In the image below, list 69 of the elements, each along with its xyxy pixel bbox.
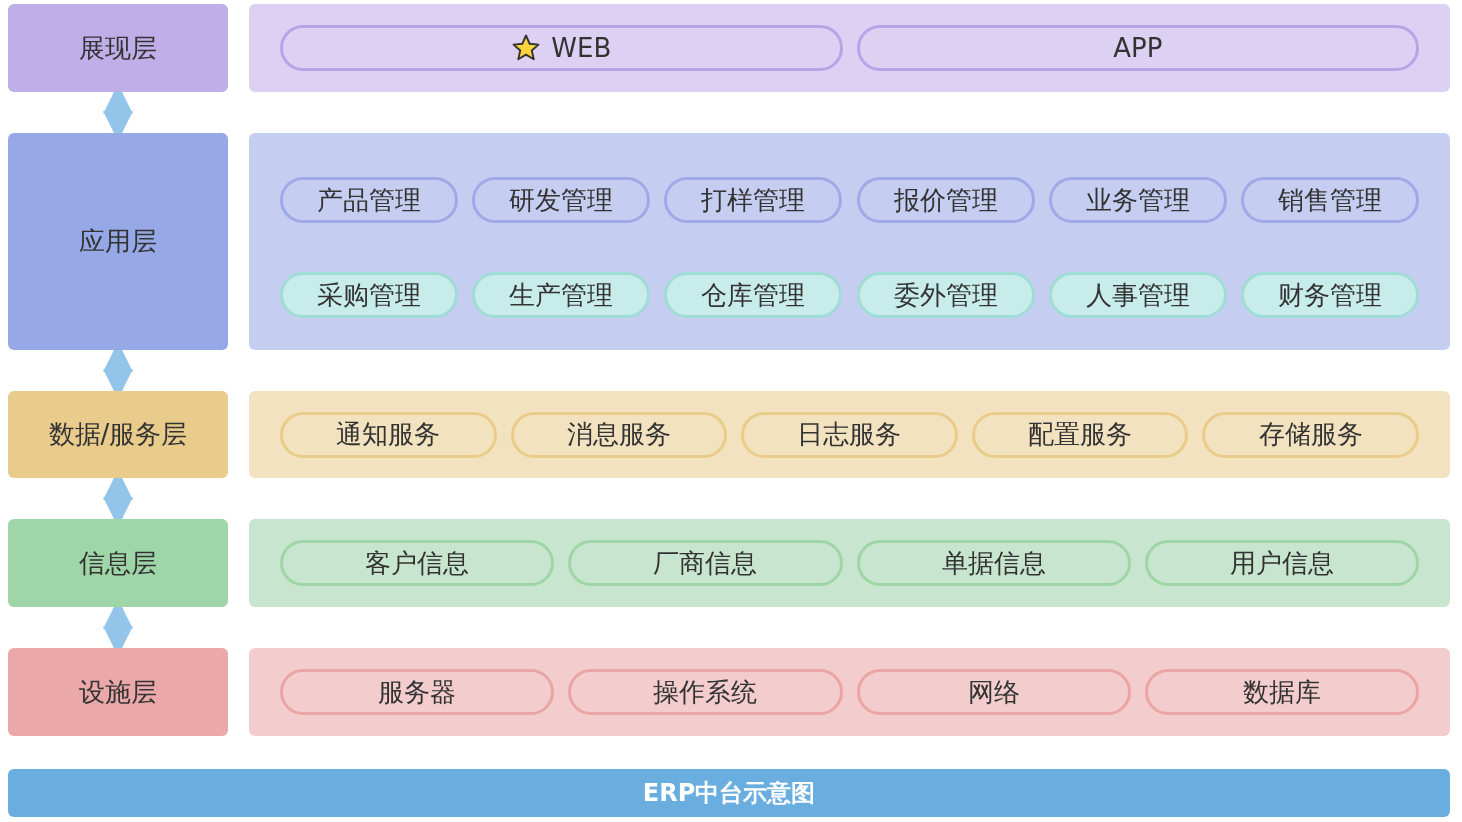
module-name: 业务管理 — [1085, 183, 1190, 217]
module-name: 日志服务 — [797, 418, 902, 451]
module-pill — [856, 669, 1131, 715]
title-bar — [8, 769, 1450, 817]
layer-panel — [249, 519, 1450, 607]
module-pill — [280, 272, 459, 318]
module-name: 存储服务 — [1258, 418, 1363, 451]
module-name: 生产管理 — [509, 278, 614, 312]
module-name: 打样管理 — [701, 183, 806, 217]
module-name: 报价管理 — [893, 183, 998, 217]
module-name: 网络 — [967, 675, 1020, 709]
layer-name: 应用层 — [79, 225, 157, 258]
module-name: 销售管理 — [1277, 183, 1382, 217]
module-name: WEB — [551, 33, 612, 63]
module-pill — [856, 540, 1131, 586]
module-name: 配置服务 — [1028, 418, 1133, 451]
module-pill — [280, 177, 459, 223]
module-name: APP — [1113, 33, 1163, 63]
module-name: 消息服务 — [566, 418, 671, 451]
module-pill — [472, 272, 651, 318]
module-pill — [1048, 272, 1227, 318]
module-name: 用户信息 — [1229, 546, 1334, 580]
layer-label-box — [8, 519, 228, 607]
module-name: 委外管理 — [893, 278, 998, 312]
module-pill — [856, 177, 1035, 223]
module-name: 单据信息 — [941, 546, 1046, 580]
module-pill — [280, 411, 497, 458]
module-pill — [1144, 540, 1419, 586]
module-pill — [1048, 177, 1227, 223]
layer-panel — [249, 133, 1450, 350]
module-pill — [741, 411, 958, 458]
layer-label-box — [8, 648, 228, 736]
bar-label: ERP中台示意图 — [642, 778, 816, 809]
module-name: 采购管理 — [317, 278, 422, 312]
module-pill — [664, 272, 843, 318]
layer-name: 数据/服务层 — [48, 418, 188, 451]
module-name: 通知服务 — [336, 418, 441, 451]
module-name: 财务管理 — [1277, 278, 1382, 312]
module-name: 数据库 — [1242, 675, 1321, 709]
module-name: 产品管理 — [317, 183, 422, 217]
module-name: 客户信息 — [365, 546, 470, 580]
module-pill — [856, 25, 1419, 71]
layer-name: 信息层 — [79, 546, 157, 580]
module-pill — [856, 272, 1035, 318]
module-pill — [664, 177, 843, 223]
module-pill — [1240, 272, 1419, 318]
module-name: 操作系统 — [653, 675, 758, 709]
layer-label-box — [8, 391, 228, 478]
module-pill — [1144, 669, 1419, 715]
module-pill — [1240, 177, 1419, 223]
module-pill — [472, 177, 651, 223]
module-name: 仓库管理 — [701, 278, 806, 312]
layer-panel — [249, 391, 1450, 478]
module-pill — [568, 669, 843, 715]
layer-name: 展现层 — [79, 31, 157, 65]
module-pill — [280, 25, 843, 71]
module-name: 服务器 — [378, 675, 457, 709]
layer-name: 设施层 — [79, 675, 157, 709]
module-name: 研发管理 — [509, 183, 614, 217]
module-pill — [1202, 411, 1419, 458]
module-name: 厂商信息 — [653, 546, 758, 580]
module-pill — [568, 540, 843, 586]
layer-panel — [249, 4, 1450, 92]
layer-panel — [249, 648, 1450, 736]
module-pill — [280, 669, 555, 715]
layer-label-box — [8, 133, 228, 350]
module-name: 人事管理 — [1085, 278, 1190, 312]
module-pill — [280, 540, 555, 586]
layer-label-box — [8, 4, 228, 92]
